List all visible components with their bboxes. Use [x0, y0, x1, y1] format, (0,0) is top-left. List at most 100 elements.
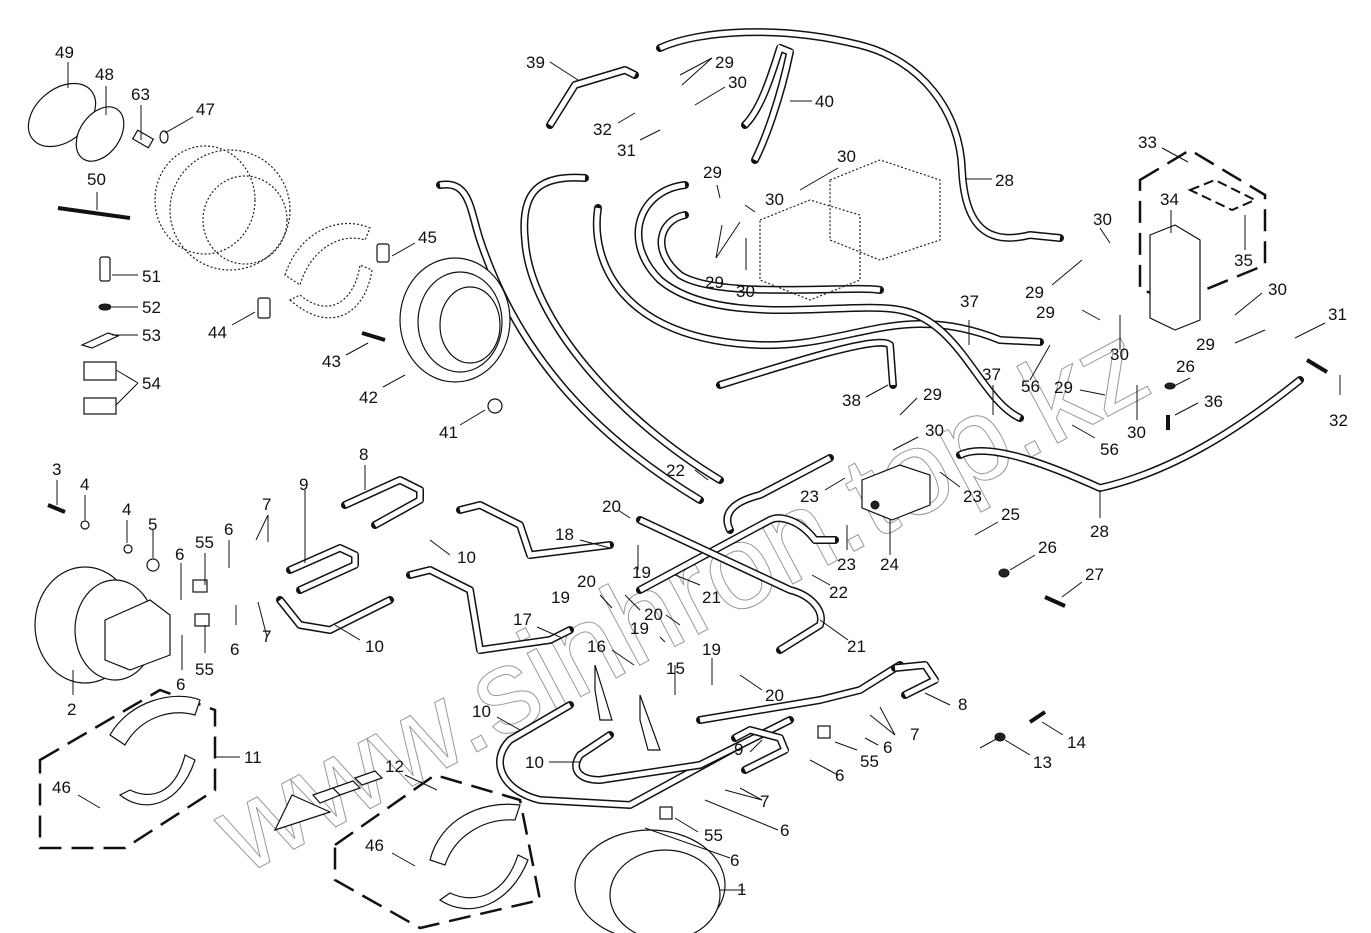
callout-46: 46 [365, 836, 384, 855]
callout-18: 18 [555, 525, 574, 544]
callout-3: 3 [52, 460, 61, 479]
callout-6: 6 [175, 545, 184, 564]
callout-30: 30 [1110, 345, 1129, 364]
callout-47: 47 [196, 100, 215, 119]
shaft [57, 206, 131, 220]
callout-9: 9 [734, 740, 743, 759]
callout-13: 13 [1033, 753, 1052, 772]
callout-55: 55 [860, 752, 879, 771]
bolt-14 [1028, 710, 1047, 724]
callout-23: 23 [800, 487, 819, 506]
small-ring [159, 130, 169, 144]
callout-19: 19 [551, 588, 570, 607]
cap-screw [99, 256, 111, 282]
callout-30: 30 [1093, 210, 1112, 229]
bolt-32 [1305, 358, 1329, 374]
callout-19: 19 [632, 563, 651, 582]
callout-22: 22 [829, 583, 848, 602]
callout-22: 22 [666, 461, 685, 480]
callout-6: 6 [780, 821, 789, 840]
callout-30: 30 [925, 421, 944, 440]
callout-29: 29 [715, 53, 734, 72]
cartridge-outline [1187, 178, 1258, 212]
callout-29: 29 [1054, 378, 1073, 397]
brake-shoe-phantom [284, 222, 371, 286]
callout-20: 20 [765, 686, 784, 705]
callout-29: 29 [703, 163, 722, 182]
callout-29: 29 [923, 385, 942, 404]
callout-10: 10 [525, 753, 544, 772]
callout-10: 10 [472, 702, 491, 721]
bolt-27 [1044, 595, 1066, 608]
callout-8: 8 [958, 695, 967, 714]
callout-10: 10 [457, 548, 476, 567]
callout-23: 23 [837, 555, 856, 574]
hoses-and-tubes [276, 28, 1304, 809]
clamp-lower [83, 397, 117, 415]
callout-52: 52 [142, 298, 161, 317]
callout-28: 28 [995, 171, 1014, 190]
callout-6: 6 [230, 640, 239, 659]
callout-51: 51 [142, 267, 161, 286]
o-ring [75, 106, 125, 162]
callout-19: 19 [702, 640, 721, 659]
callout-8: 8 [359, 445, 368, 464]
callout-56: 56 [1100, 440, 1119, 459]
callout-16: 16 [587, 637, 606, 656]
callout-31: 31 [617, 141, 636, 160]
callout-30: 30 [728, 73, 747, 92]
callout-31: 31 [1328, 305, 1347, 324]
callout-48: 48 [95, 65, 114, 84]
callout-6: 6 [224, 520, 233, 539]
callout-29: 29 [705, 273, 724, 292]
callout-7: 7 [262, 627, 271, 646]
callout-27: 27 [1085, 565, 1104, 584]
nut-5 [146, 558, 160, 572]
callout-34: 34 [1160, 190, 1179, 209]
callout-24: 24 [880, 555, 899, 574]
brake-kit-12 [333, 773, 542, 930]
callout-14: 14 [1067, 733, 1086, 752]
callout-30: 30 [837, 147, 856, 166]
callout-17: 17 [513, 610, 532, 629]
callout-6: 6 [730, 851, 739, 870]
callout-40: 40 [815, 92, 834, 111]
callout-25: 25 [1001, 505, 1020, 524]
callout-29: 29 [1025, 283, 1044, 302]
fitting-45 [376, 243, 390, 263]
callout-26: 26 [1038, 538, 1057, 557]
callout-20: 20 [602, 497, 621, 516]
callout-4: 4 [122, 500, 131, 519]
callout-54: 54 [142, 374, 161, 393]
callout-44: 44 [208, 323, 227, 342]
callout-2: 2 [67, 700, 76, 719]
fitting-44 [257, 297, 271, 319]
callout-7: 7 [262, 495, 271, 514]
washer-4 [80, 520, 90, 530]
callout-7: 7 [760, 792, 769, 811]
parts [27, 82, 1329, 933]
callout-43: 43 [322, 352, 341, 371]
callout-6: 6 [835, 766, 844, 785]
callout-29: 29 [1036, 303, 1055, 322]
bolt-43 [361, 331, 386, 342]
callout-46: 46 [52, 778, 71, 797]
callout-37: 37 [982, 365, 1001, 384]
callout-20: 20 [577, 572, 596, 591]
callout-42: 42 [359, 388, 378, 407]
callout-1: 1 [737, 880, 746, 899]
callout-63: 63 [131, 85, 150, 104]
callout-56: 56 [1021, 377, 1040, 396]
callout-39: 39 [526, 53, 545, 72]
callout-30: 30 [736, 282, 755, 301]
bolt-3 [47, 503, 66, 514]
callout-33: 33 [1138, 133, 1157, 152]
callout-41: 41 [439, 423, 458, 442]
direction-arrow [273, 794, 332, 832]
callout-4: 4 [80, 475, 89, 494]
callout-5: 5 [148, 515, 157, 534]
callout-11: 11 [244, 748, 262, 767]
callout-55: 55 [704, 826, 723, 845]
callout-49: 49 [55, 43, 74, 62]
